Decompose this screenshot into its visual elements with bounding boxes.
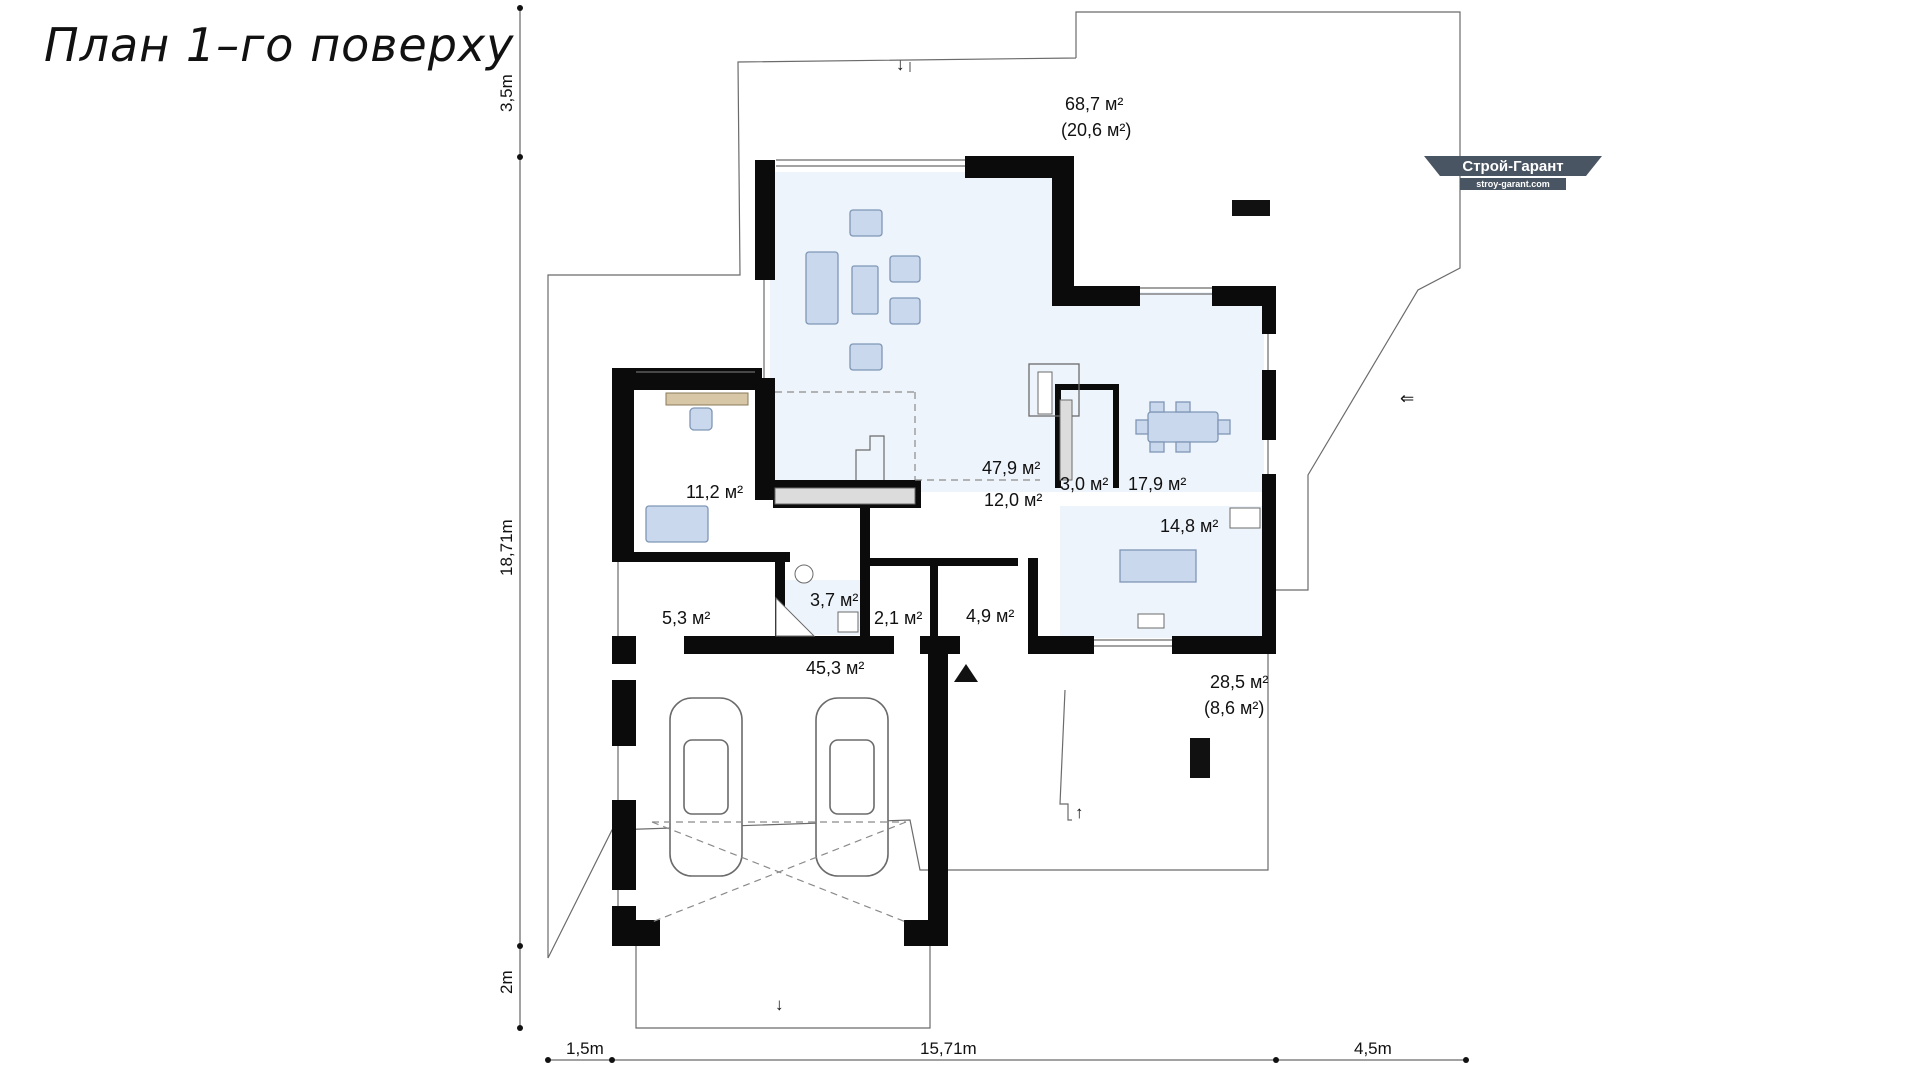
- vertical-dimension: [517, 5, 523, 1031]
- garage-cars: [651, 697, 907, 923]
- office-furniture: [645, 392, 749, 543]
- dining-floor: [1052, 292, 1264, 492]
- dim-total-height: 18,71m: [497, 519, 516, 576]
- room-pantry-area: 3,0 м²: [1060, 474, 1108, 494]
- logo-url: stroy-garant.com: [1476, 179, 1550, 189]
- driveway-arrow: ↓: [775, 995, 784, 1014]
- stairs: [774, 391, 1040, 505]
- fireplace: [1028, 363, 1080, 417]
- dim-left-margin: 1,5m: [566, 1039, 604, 1058]
- terrace-post-lower: [1190, 738, 1210, 778]
- pantry-shelves: [1059, 399, 1073, 481]
- room-office-area: 11,2 м²: [686, 482, 743, 502]
- terrace-lower-area: 28,5 м²: [1210, 672, 1268, 692]
- lower-terrace-outline: [1059, 689, 1072, 821]
- arrow-left-marker: ⇐: [1400, 389, 1414, 408]
- windows: [617, 159, 1269, 906]
- terrace-upper-area: 68,7 м²: [1065, 94, 1123, 114]
- dim-bottom-margin: 2m: [497, 970, 516, 994]
- dim-top-margin: 3,5m: [497, 74, 516, 112]
- arrow-up-marker: ↑: [1075, 803, 1084, 822]
- room-wc-area: 2,1 м²: [874, 608, 922, 628]
- room-bathroom-area: 3,7 м²: [810, 590, 858, 610]
- terrace-upper-sub: (20,6 м²): [1061, 120, 1131, 140]
- fireplace-insert: [1037, 371, 1053, 415]
- driveway-outline: [635, 946, 931, 1029]
- living-floor: [770, 172, 1060, 492]
- living-furniture: [805, 209, 921, 371]
- room-laundry-area: 5,3 м²: [662, 608, 710, 628]
- arrow-down-marker: ↓: [896, 55, 905, 74]
- walls: [612, 156, 1276, 946]
- kitchen-fittings: [1119, 507, 1261, 629]
- plan-title: План 1–го поверху: [44, 18, 515, 72]
- room-entry-area: 4,9 м²: [966, 606, 1014, 626]
- logo-badge: Строй-Гарант stroy-garant.com: [1424, 156, 1602, 190]
- dim-right-margin: 4,5m: [1354, 1039, 1392, 1058]
- terrace-post: [1232, 200, 1270, 216]
- dining-furniture: [1135, 401, 1231, 453]
- bathroom-fixtures: [775, 564, 859, 637]
- room-dining-area: 17,9 м²: [1128, 474, 1186, 494]
- room-garage-area: 45,3 м²: [806, 658, 864, 678]
- entrance-marker: [954, 664, 978, 682]
- room-kitchen-area: 14,8 м²: [1160, 516, 1218, 536]
- horizontal-dimension: [545, 1057, 1469, 1063]
- room-hall-area: 12,0 м²: [984, 490, 1042, 510]
- logo-name: Строй-Гарант: [1462, 158, 1563, 175]
- company-logo: Строй-Гарант stroy-garant.com: [1418, 152, 1608, 196]
- dim-total-width: 15,71m: [920, 1039, 977, 1058]
- terrace-lower-sub: (8,6 м²): [1204, 698, 1264, 718]
- room-living-area: 47,9 м²: [982, 458, 1040, 478]
